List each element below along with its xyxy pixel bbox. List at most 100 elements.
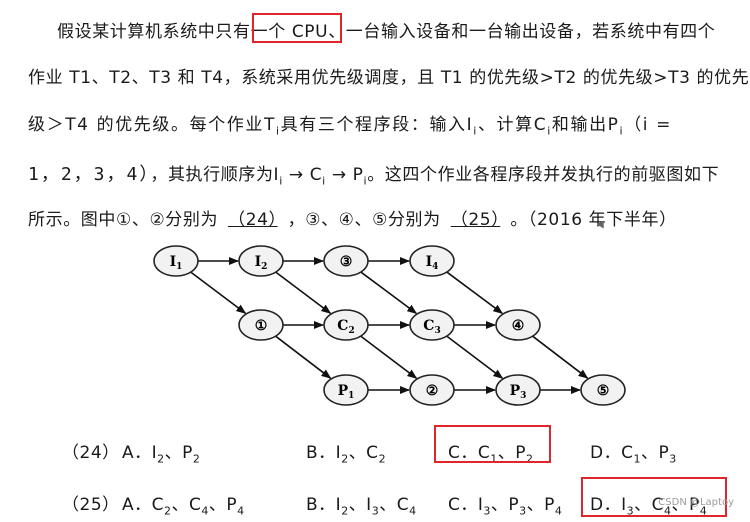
s: 2 — [192, 452, 201, 466]
node-ellipse — [495, 309, 541, 341]
node-label: ④ — [512, 318, 525, 334]
edge-n4-n5 — [532, 335, 589, 379]
t: 、P — [490, 495, 520, 515]
s: 3 — [626, 504, 635, 518]
problem-line-5: 所示。图中①、②分别为（24），③、④、⑤分别为（25）。（2016 年下半年） — [28, 205, 677, 230]
t: 、C — [634, 495, 664, 515]
s: 4 — [237, 504, 245, 518]
t: 、C — [171, 495, 202, 515]
node-ellipse — [409, 374, 455, 406]
s: 3 — [371, 504, 380, 518]
t: B．I — [306, 443, 342, 463]
answer-box-q24 — [434, 425, 551, 463]
s: 2 — [341, 504, 349, 518]
q24-option-b[interactable]: B．I2、C2 — [306, 438, 386, 465]
text: 。这四个作业各程序段并发执行的前驱图如下 — [367, 165, 720, 185]
q25-number: （25） — [62, 495, 120, 515]
text: 1，2，3，4） — [28, 164, 151, 185]
edge-I2-C2 — [275, 271, 332, 314]
s: 2 — [157, 452, 165, 466]
s: 2 — [164, 504, 172, 518]
node-ellipse — [580, 374, 626, 406]
t: 、C — [348, 443, 379, 463]
s: 3 — [483, 504, 491, 518]
node-ellipse — [323, 245, 369, 277]
node-ellipse — [153, 245, 199, 277]
s: 4 — [409, 504, 417, 518]
edge-n3-C3 — [360, 271, 418, 314]
sub: i — [279, 174, 283, 188]
node-I1: I1 — [153, 245, 199, 277]
node-ellipse — [495, 374, 541, 406]
t: D．C — [590, 443, 634, 463]
watermark: CSDN @Laptoy — [658, 497, 734, 508]
problem-line-2: 作业 T1、T2、T3 和 T4，系统采用优先级调度，且 T1 的优先级>T2 … — [28, 68, 750, 88]
sub: i — [547, 124, 552, 138]
text: 所示。图中①、②分别为 — [28, 210, 219, 230]
sub: i — [619, 124, 625, 138]
t: D．I — [590, 495, 627, 515]
s: 2 — [378, 452, 387, 466]
s: 2 — [341, 452, 349, 466]
q25-option-a[interactable]: A．C2、C4、P4 — [122, 490, 245, 517]
q25-option-d[interactable]: D．I3、C4、P4 — [590, 490, 707, 517]
text: （i = — [624, 115, 672, 135]
sub: i — [322, 174, 326, 188]
q24-option-c[interactable]: C．C1、P2 — [448, 438, 534, 465]
node-I2: I2 — [238, 245, 284, 277]
edge-C3-P3 — [446, 335, 504, 379]
sub: i — [276, 124, 281, 138]
s: 4 — [663, 504, 672, 518]
text: 级＞T4 的优先级。每个作业T — [28, 115, 276, 135]
blank-24: （24） — [228, 210, 278, 230]
t: C．I — [448, 495, 484, 515]
sub: i — [363, 174, 368, 188]
node-ellipse — [238, 309, 284, 341]
t: A．I — [122, 443, 158, 463]
node-label: ⑤ — [597, 383, 610, 399]
s: 3 — [669, 452, 677, 466]
text: → C — [282, 165, 323, 185]
problem-line-4: 1，2，3，4），其执行顺序为Ii → Ci → Pi。这四个作业各程序段并发执… — [28, 160, 719, 187]
t: 、C — [379, 495, 410, 515]
t: 、I — [348, 495, 372, 515]
text: 假设某计算机系统中只有 — [57, 22, 251, 42]
node-ellipse — [323, 309, 369, 341]
node-C2: C2 — [323, 309, 369, 341]
t: 、P — [526, 495, 555, 515]
edge-I4-n4 — [446, 271, 504, 314]
text: 和输出P — [551, 115, 620, 135]
node-label: ③ — [340, 254, 353, 270]
node-n1: ① — [238, 309, 284, 341]
node-ellipse — [409, 309, 455, 341]
text: 具有三个程序段：输入I — [280, 115, 474, 135]
q24-option-a[interactable]: A．I2、P2 — [122, 438, 200, 465]
q24-number: （24） — [62, 443, 120, 463]
text: 。（2016 年下半年） — [510, 210, 677, 230]
text: 、计算C — [477, 115, 548, 135]
node-P3: P3 — [495, 374, 541, 406]
t: 、P — [497, 443, 527, 463]
node-C3: C3 — [409, 309, 455, 341]
sub: i — [473, 124, 478, 138]
q24-option-d[interactable]: D．C1、P3 — [590, 438, 677, 465]
s: 4 — [554, 504, 563, 518]
q25-option-b[interactable]: B．I2、I3、C4 — [306, 490, 417, 517]
node-P1: P1 — [323, 374, 369, 406]
node-n2: ② — [409, 374, 455, 406]
q25-option-c[interactable]: C．I3、P3、P4 — [448, 490, 562, 517]
highlight-box-cpu — [252, 13, 342, 43]
s: 3 — [519, 504, 527, 518]
node-n5: ⑤ — [580, 374, 626, 406]
s: 4 — [201, 504, 209, 518]
problem-line-1: 假设某计算机系统中只有一个 CPU、一台输入设备和一台输出设备，若系统中有四个 — [57, 17, 715, 42]
node-label: ② — [426, 383, 439, 399]
node-ellipse — [409, 245, 455, 277]
node-ellipse — [323, 374, 369, 406]
text: → P — [325, 165, 364, 185]
s: 4 — [699, 504, 708, 518]
edge-I1-n1 — [190, 271, 247, 314]
answer-box-q25 — [581, 477, 727, 517]
s: 1 — [490, 452, 498, 466]
